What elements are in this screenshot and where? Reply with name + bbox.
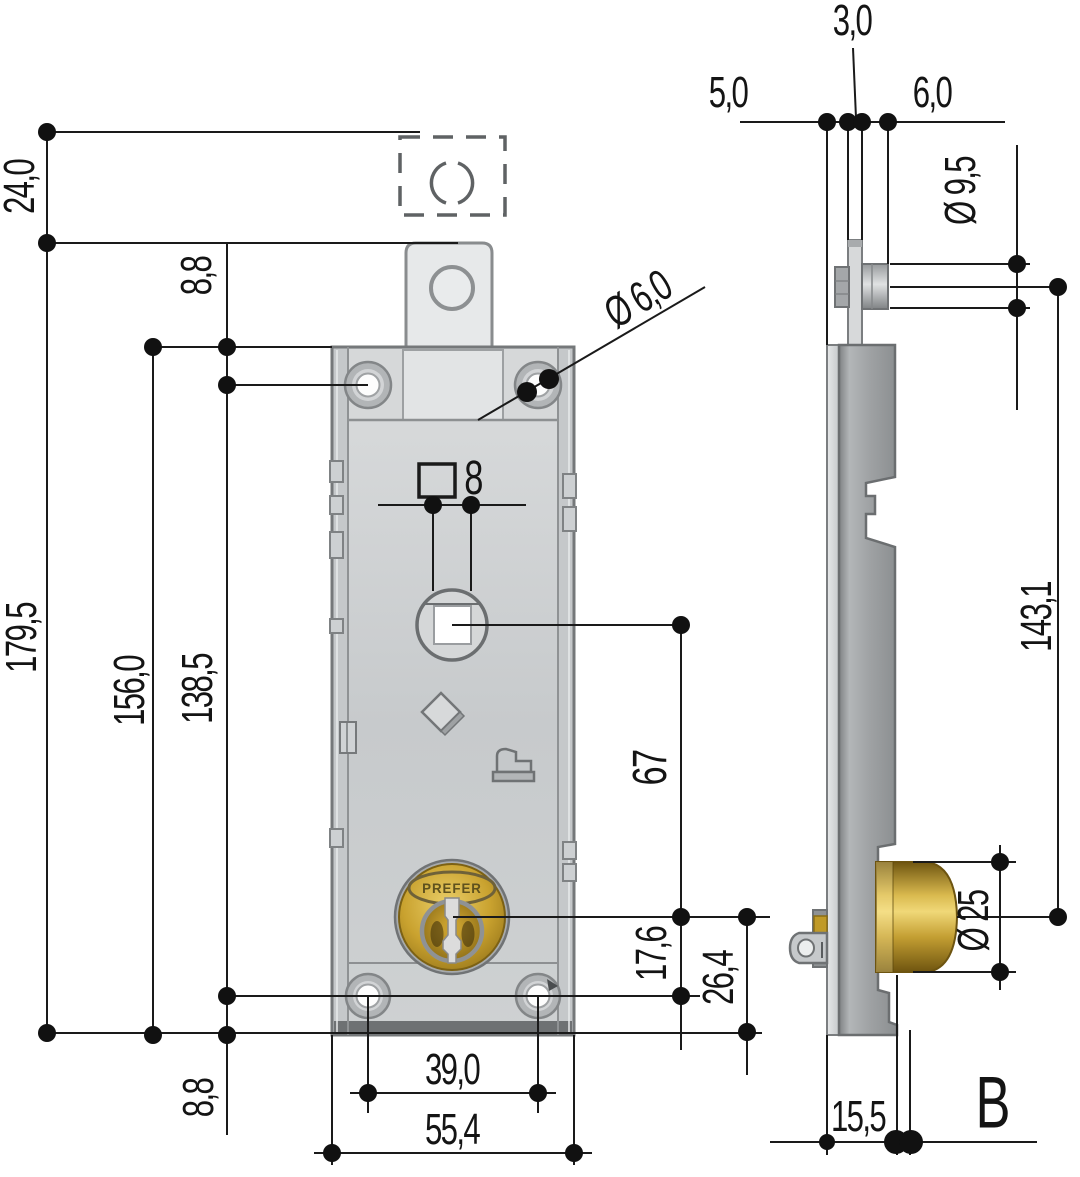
side-cylinder: [875, 861, 959, 973]
dim-travel-label: 24,0: [0, 159, 45, 215]
dim-body-width-label: 55,4: [424, 1105, 481, 1155]
body-bottom-fold: [334, 1021, 572, 1034]
stamp-flag-icon: [491, 747, 536, 783]
side-faceplate: [826, 344, 840, 1036]
dim-screw-span-v-label: 138,5: [173, 654, 223, 724]
phantom-hole-arc-right: [457, 161, 475, 205]
dim-body-depth-label: 15,5: [830, 1092, 887, 1142]
side-tab: [847, 239, 863, 347]
stamp-arrow: [547, 979, 558, 991]
view-label: B: [975, 1060, 1011, 1144]
dim-total-height-label: 179,5: [0, 603, 47, 673]
dim-screw-span-h-label: 39,0: [424, 1045, 481, 1095]
dim-spindle-to-cylinder-label: 67: [622, 750, 677, 786]
dim-screw-offset-top-label: 8,8: [172, 256, 222, 296]
side-louver-stamp: [339, 721, 357, 754]
dim-cylinder-to-bottom-label: 26,4: [694, 950, 744, 1006]
dim-screw-offset-bottom-label: 8,8: [174, 1078, 224, 1118]
dim-body-height-label: 156,0: [105, 656, 155, 726]
diamond-pin: [420, 691, 466, 737]
dim-cylinder-to-screws-label: 17,6: [627, 926, 677, 982]
front-view: [329, 135, 577, 1037]
dim-stud-diameter-label: Ø 9,5: [936, 156, 986, 226]
phantom-position-box: [398, 135, 507, 217]
dim-tab-thickness-label: 3,0: [832, 0, 873, 46]
dim-faceplate-offset-label: 5,0: [708, 68, 749, 118]
flange-notches: [329, 460, 577, 882]
cylinder-face: [393, 858, 511, 976]
side-view: [788, 239, 959, 1037]
stud-nut: [834, 266, 850, 308]
dim-stud-to-cylinder-label: 143,1: [1012, 582, 1062, 652]
tab-slot-plate: [402, 349, 504, 421]
dim-cylinder-diameter-label: Ø 25: [949, 890, 999, 952]
stud: [861, 263, 889, 310]
phantom-hole-arc-left: [429, 161, 447, 205]
dim-spindle-square-label: 8: [464, 450, 483, 505]
keyhole: [442, 897, 462, 964]
dim-stud-length-label: 6,0: [912, 68, 953, 118]
dimension-dots: [38, 113, 1067, 1162]
cam-tab: [788, 931, 829, 965]
cylinder-brand-text: PREFER: [422, 880, 482, 896]
mounting-tab-hole: [429, 265, 475, 311]
